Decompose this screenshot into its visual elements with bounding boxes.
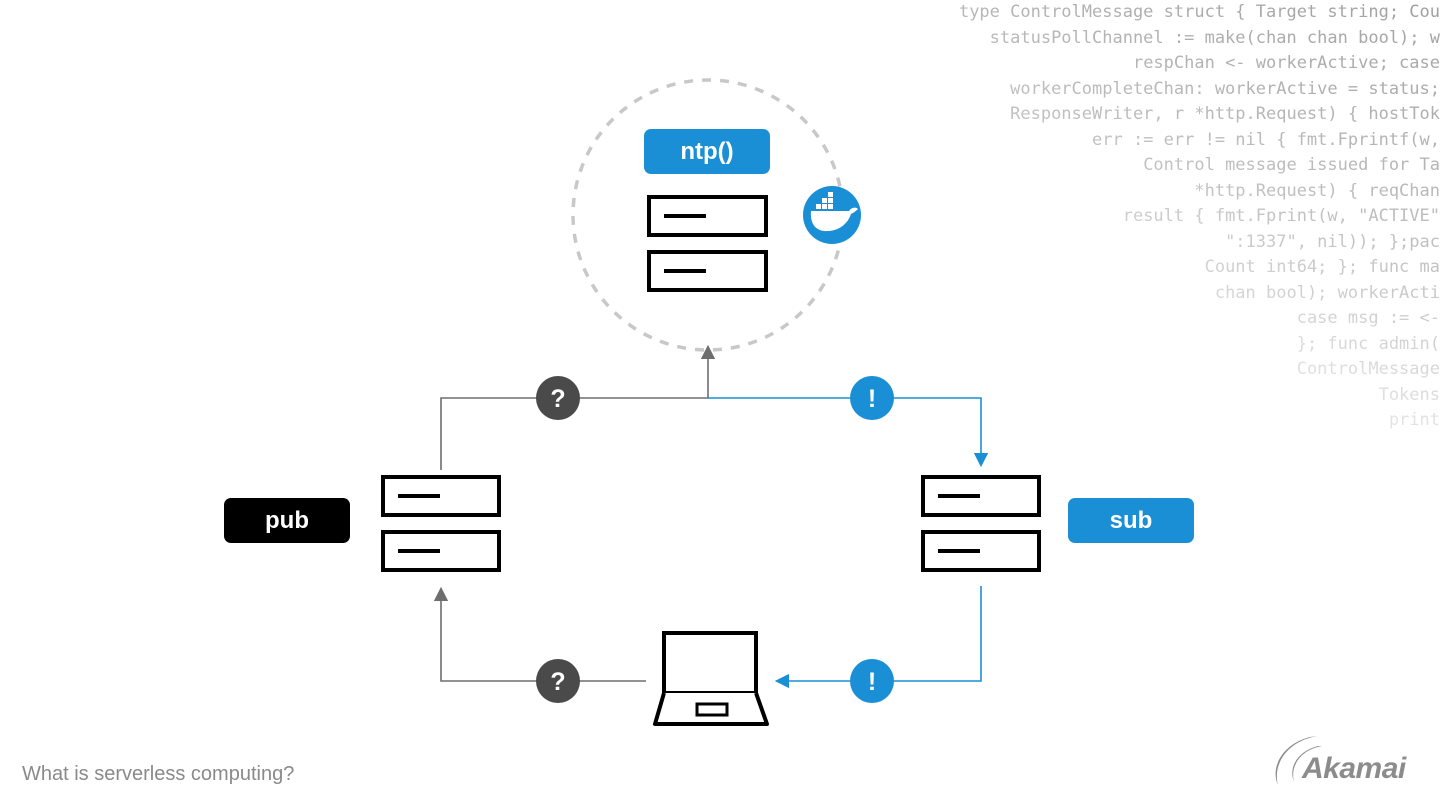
svg-text:?: ? (550, 668, 565, 696)
question-badge-top: ? (536, 376, 580, 420)
notify-badge-bottom: ! (850, 659, 894, 703)
akamai-logo-text: Akamai (1302, 752, 1406, 785)
function-to-sub-connector (708, 397, 989, 468)
sub-to-client-connector (774, 586, 982, 689)
docker-whale-icon (803, 186, 861, 244)
laptop-icon (653, 631, 769, 726)
function-server-icon (647, 195, 768, 292)
publisher-server-icon (381, 475, 501, 572)
publisher-label: pub (224, 498, 350, 543)
svg-text:?: ? (550, 385, 565, 413)
svg-text:!: ! (868, 385, 876, 413)
question-badge-bottom: ? (536, 659, 580, 703)
subscriber-label: sub (1068, 498, 1194, 543)
slide-caption: What is serverless computing? (22, 763, 295, 785)
subscriber-server-icon (921, 475, 1041, 572)
function-label: ntp() (644, 129, 770, 174)
notify-badge-top: ! (850, 376, 894, 420)
svg-text:!: ! (868, 668, 876, 696)
